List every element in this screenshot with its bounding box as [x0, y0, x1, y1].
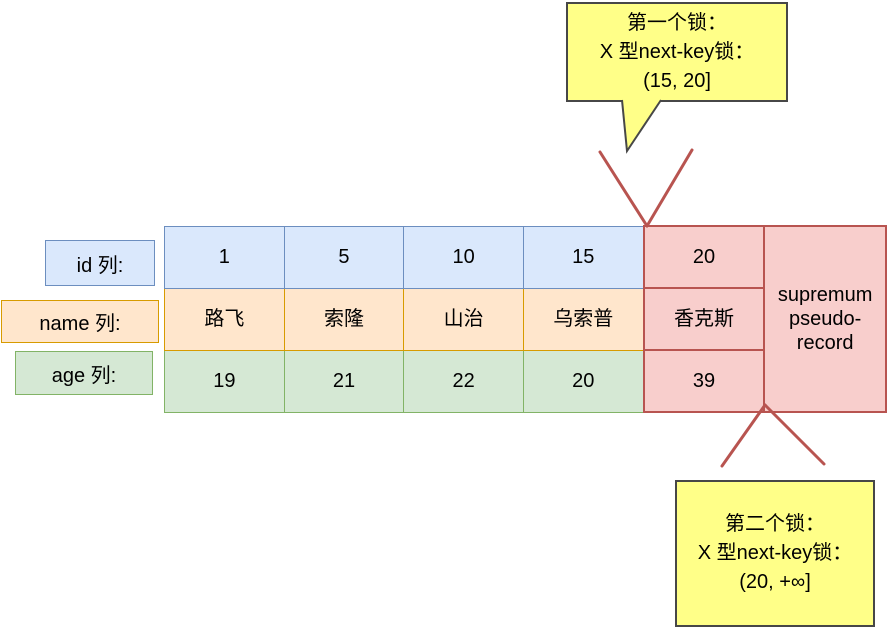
first-lock-title: 第一个锁： [627, 11, 727, 34]
second-lock-title: 第二个锁： [725, 513, 825, 535]
age-cell: 21 [283, 349, 405, 413]
supremum-line: pseudo- [789, 308, 862, 330]
name-cell: 乌索普 [522, 287, 645, 351]
first-lock-callout: 第一个锁： X 型next-key锁： (15, 20] [566, 2, 788, 102]
id-cell: 1 [164, 225, 285, 289]
second-lock-range: (20, +∞] [739, 571, 811, 593]
name-column-label: name 列: [1, 300, 159, 343]
second-lock-type: X 型next-key锁： [697, 542, 853, 564]
name-cell: 山治 [403, 287, 524, 351]
record-table: 1 5 10 15 20 supremum pseudo- record 路飞 … [164, 225, 887, 413]
id-cell: 15 [522, 225, 645, 289]
second-lock-callout: 第二个锁： X 型next-key锁： (20, +∞] [675, 480, 875, 627]
age-row: 19 21 22 20 39 [164, 349, 887, 413]
id-cell-locked: 20 [642, 225, 766, 289]
first-lock-range: (15, 20] [643, 69, 711, 92]
supremum-line: record [796, 332, 854, 354]
first-lock-pointer-icon [598, 148, 694, 228]
age-cell: 19 [164, 349, 285, 413]
id-column-label: id 列: [45, 240, 155, 286]
age-cell: 22 [403, 349, 524, 413]
id-row: 1 5 10 15 20 supremum pseudo- record [164, 225, 887, 413]
name-cell: 索隆 [283, 287, 405, 351]
name-cell-locked: 香克斯 [642, 287, 766, 351]
second-lock-pointer-icon [720, 403, 826, 468]
supremum-line: supremum [777, 284, 873, 306]
first-callout-tail-icon [621, 99, 662, 154]
supremum-cell: supremum pseudo- record [763, 225, 887, 413]
first-lock-type: X 型next-key锁： [599, 40, 755, 63]
name-row: 路飞 索隆 山治 乌索普 香克斯 [164, 287, 887, 351]
id-cell: 5 [283, 225, 405, 289]
id-cell: 10 [403, 225, 524, 289]
name-cell: 路飞 [164, 287, 285, 351]
age-cell-locked: 39 [642, 349, 766, 413]
age-cell: 20 [522, 349, 645, 413]
age-column-label: age 列: [15, 351, 153, 395]
